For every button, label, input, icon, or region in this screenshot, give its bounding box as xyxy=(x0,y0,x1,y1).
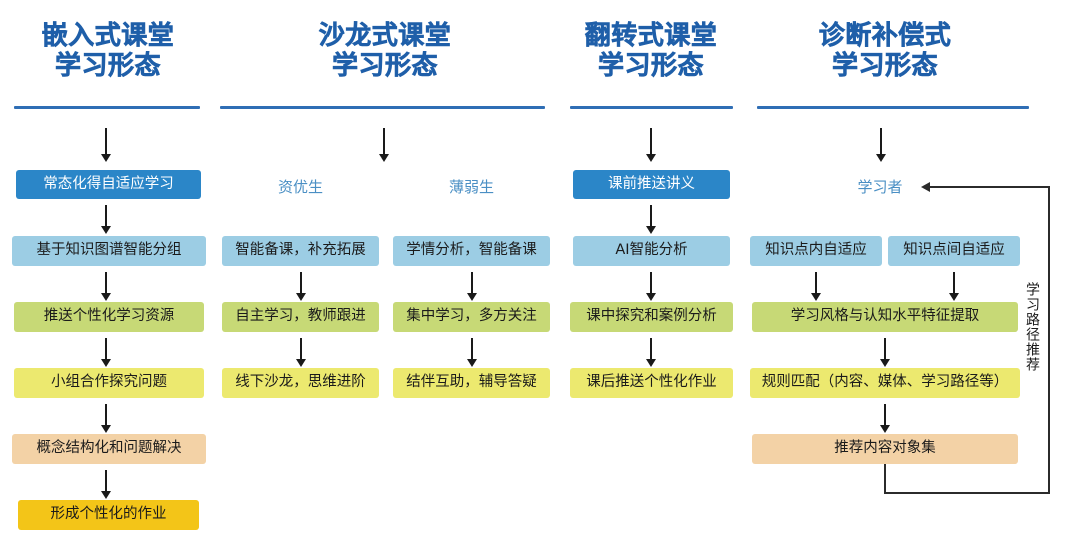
arrow-salon-head xyxy=(379,128,389,162)
arrow-diagnostic-1 xyxy=(880,404,890,433)
arrow-diagnostic-p0 xyxy=(811,272,821,301)
arrow-embedded-head xyxy=(101,128,111,162)
feedback-loop-label: 学习路径推荐 xyxy=(1024,282,1040,372)
box-diagnostic-parallel-1: 知识点间自适应 xyxy=(888,236,1020,266)
feedback-loop-arrowhead xyxy=(921,181,930,192)
arrow-embedded-0 xyxy=(101,205,111,234)
feedback-loop-segment-right xyxy=(1048,186,1050,494)
header-divider-flipped xyxy=(570,106,733,109)
arrow-flipped-0 xyxy=(646,205,656,234)
box-diagnostic-0: 学习风格与认知水平特征提取 xyxy=(752,302,1018,332)
arrow-embedded-1 xyxy=(101,272,111,301)
box-embedded-4: 概念结构化和问题解决 xyxy=(12,434,206,464)
column-title-flipped: 翻转式课堂 学习形态 xyxy=(584,21,718,81)
feedback-loop-segment-down xyxy=(884,464,886,494)
arrow-diagnostic-head xyxy=(876,128,886,162)
box-flipped-2: 课中探究和案例分析 xyxy=(570,302,733,332)
box-salon-weak-2: 结伴互助，辅导答疑 xyxy=(393,368,550,398)
arrow-flipped-2 xyxy=(646,338,656,367)
feedback-loop-segment-top xyxy=(930,186,1050,188)
box-salon-gifted-1: 自主学习，教师跟进 xyxy=(222,302,379,332)
arrow-diagnostic-p1 xyxy=(949,272,959,301)
box-salon-weak-1: 集中学习，多方关注 xyxy=(393,302,550,332)
column-title-embedded: 嵌入式课堂 学习形态 xyxy=(41,21,175,81)
feedback-loop-segment-bottom xyxy=(884,492,1050,494)
box-diagnostic-parallel-0: 知识点内自适应 xyxy=(750,236,882,266)
box-salon-gifted-0: 智能备课，补充拓展 xyxy=(222,236,379,266)
box-flipped-1: AI智能分析 xyxy=(573,236,730,266)
box-embedded-3: 小组合作探究问题 xyxy=(14,368,204,398)
caption-salon-gifted: 资优生 xyxy=(277,178,323,196)
arrow-embedded-4 xyxy=(101,470,111,499)
column-title-salon: 沙龙式课堂 学习形态 xyxy=(318,21,452,81)
box-salon-weak-0: 学情分析，智能备课 xyxy=(393,236,550,266)
header-divider-embedded xyxy=(14,106,200,109)
box-flipped-0: 课前推送讲义 xyxy=(573,170,730,199)
arrow-salon-weak-1 xyxy=(467,338,477,367)
arrow-embedded-2 xyxy=(101,338,111,367)
column-title-diagnostic: 诊断补偿式 学习形态 xyxy=(818,21,952,81)
box-diagnostic-1: 规则匹配（内容、媒体、学习路径等） xyxy=(750,368,1020,398)
box-flipped-3: 课后推送个性化作业 xyxy=(570,368,733,398)
box-diagnostic-2: 推荐内容对象集 xyxy=(752,434,1018,464)
arrow-diagnostic-0 xyxy=(880,338,890,367)
caption-diagnostic-learner: 学习者 xyxy=(857,178,903,196)
header-divider-salon xyxy=(220,106,545,109)
box-embedded-0: 常态化得自适应学习 xyxy=(16,170,201,199)
box-embedded-5: 形成个性化的作业 xyxy=(18,500,199,530)
arrow-flipped-1 xyxy=(646,272,656,301)
arrow-embedded-3 xyxy=(101,404,111,433)
arrow-salon-gifted-0 xyxy=(296,272,306,301)
caption-salon-weak: 薄弱生 xyxy=(448,178,494,196)
box-salon-gifted-2: 线下沙龙，思维进阶 xyxy=(222,368,379,398)
box-embedded-1: 基于知识图谱智能分组 xyxy=(12,236,206,266)
arrow-flipped-head xyxy=(646,128,656,162)
header-divider-diagnostic xyxy=(757,106,1029,109)
arrow-salon-gifted-1 xyxy=(296,338,306,367)
arrow-salon-weak-0 xyxy=(467,272,477,301)
box-embedded-2: 推送个性化学习资源 xyxy=(14,302,204,332)
